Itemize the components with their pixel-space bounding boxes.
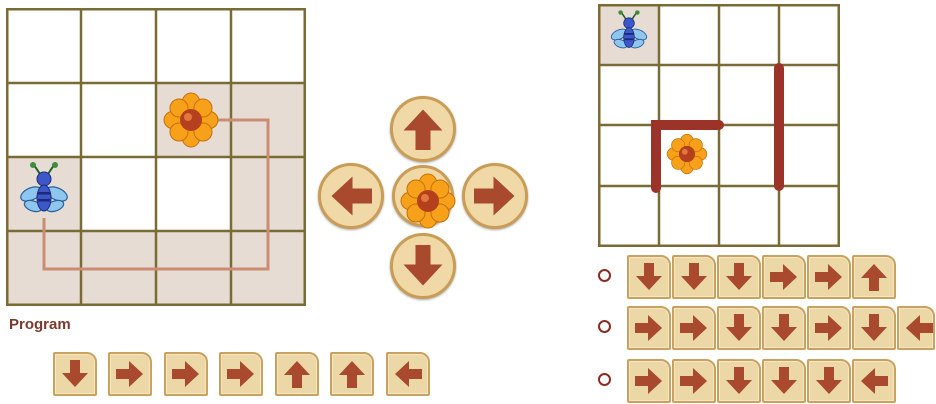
dpad-up-button[interactable] [390,96,456,162]
dpad-right-button[interactable] [462,163,528,229]
bee-icon [19,162,69,222]
option-card [717,359,761,403]
answer-radio-2[interactable] [598,320,611,333]
arrow-right-icon [809,308,849,348]
arrow-left-icon [388,354,428,394]
program-card [275,352,319,396]
option-card [672,306,716,350]
arrow-right-icon [674,361,714,401]
arrow-down-icon [809,361,849,401]
arrow-down-icon [629,257,669,297]
dpad-down-button[interactable] [390,233,456,299]
dpad-left-button[interactable] [318,163,384,229]
arrow-right-icon [629,308,669,348]
flower-icon [398,171,458,231]
program-card [386,352,430,396]
arrow-down-icon [719,308,759,348]
arrow-right-icon [629,361,669,401]
arrow-down-icon [719,361,759,401]
arrow-left-icon [854,361,894,401]
option-card [717,255,761,299]
arrow-down-icon [764,308,804,348]
answer-radio-1[interactable] [598,269,611,282]
option-card [762,359,806,403]
program-card [53,352,97,396]
arrow-down-icon [719,257,759,297]
puzzle-grid [598,4,840,247]
option-card [762,306,806,350]
grid-lines [6,8,306,306]
option-card [852,359,896,403]
arrow-up-icon [332,354,372,394]
arrow-down-icon [674,257,714,297]
arrow-right-icon [764,257,804,297]
arrow-right-icon [221,354,261,394]
option-card [717,306,761,350]
arrow-up-icon [854,257,894,297]
bee-icon [610,10,648,56]
arrow-down-icon [764,361,804,401]
arrow-up-icon [277,354,317,394]
program-card [330,352,374,396]
option-card [672,255,716,299]
option-card [627,306,671,350]
flower-icon [665,132,709,176]
option-card [852,255,896,299]
arrow-right-icon [166,354,206,394]
arrow-left-icon [321,166,381,226]
option-card [762,255,806,299]
program-card [219,352,263,396]
option-card [672,359,716,403]
option-card [807,306,851,350]
arrow-left-icon [899,308,936,348]
program-grid [6,8,306,306]
option-card [852,306,896,350]
program-card [164,352,208,396]
program-card [108,352,152,396]
option-card [807,255,851,299]
arrow-right-icon [465,166,525,226]
flower-icon [161,90,221,150]
arrow-up-icon [393,99,453,159]
arrow-right-icon [674,308,714,348]
arrow-down-icon [854,308,894,348]
option-card [807,359,851,403]
program-label: Program [9,316,71,333]
arrow-right-icon [110,354,150,394]
option-card [627,359,671,403]
option-card [627,255,671,299]
answer-radio-3[interactable] [598,373,611,386]
option-card [897,306,935,350]
dpad-center [392,165,454,227]
arrow-down-icon [393,236,453,296]
arrow-right-icon [809,257,849,297]
arrow-down-icon [55,354,95,394]
